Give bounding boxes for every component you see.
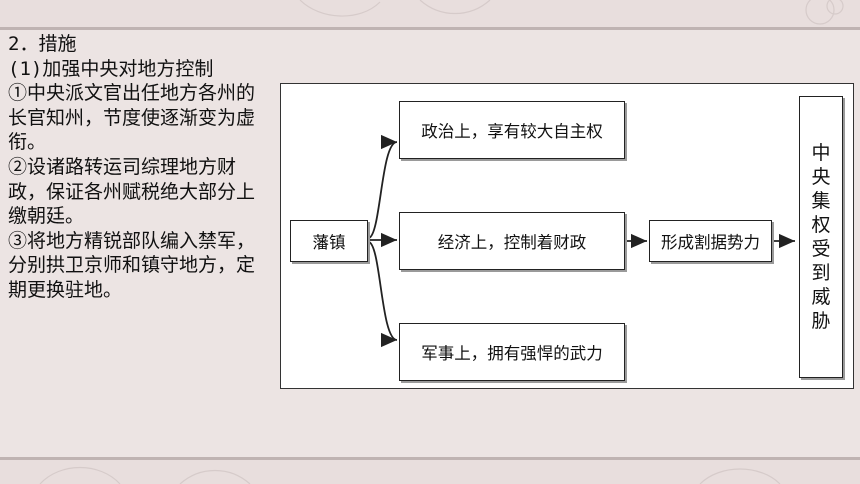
source-node-label: 藩镇 [312, 233, 346, 252]
middle-node-label: 形成割据势力 [661, 233, 760, 252]
result-char: 受 [811, 238, 831, 260]
diagram-arrows [368, 134, 795, 348]
result-char: 胁 [811, 310, 831, 332]
result-char: 权 [811, 214, 831, 236]
arrow-to-military [368, 241, 398, 348]
economic-node-label: 经济上，控制着财政 [437, 233, 587, 252]
section-heading: 2．措施 [8, 33, 77, 55]
subsection-heading: (1)加强中央对地方控制 [8, 57, 214, 80]
economic-node: 经济上，控制着财政 [399, 212, 625, 270]
measure-point-3: ③将地方精锐部队编入禁军，分别拱卫京师和镇守地方，定期更换驻地。 [8, 229, 256, 301]
middle-node: 形成割据势力 [649, 220, 772, 262]
measure-point-1: ①中央派文官出任地方各州的长官知州，节度使逐渐变为虚衔。 [8, 82, 256, 154]
flow-diagram: 藩镇 政治上，享有较大自主权 经济上，控制着财政 军事上，拥有强悍的武力 形成割… [280, 83, 854, 389]
arrow-to-political [368, 134, 398, 239]
measure-point-2: ②设诸路转运司综理地方财政，保证各州赋税绝大部分上缴朝廷。 [8, 155, 256, 228]
result-char: 集 [811, 190, 831, 212]
measures-text: 2．措施 (1)加强中央对地方控制 ①中央派文官出任地方各州的长官知州，节度使逐… [8, 32, 263, 303]
source-node: 藩镇 [290, 220, 368, 262]
bottom-decorative-band [0, 460, 860, 484]
political-node: 政治上，享有较大自主权 [399, 101, 625, 159]
military-node-label: 军事上，拥有强悍的武力 [421, 344, 603, 363]
military-node: 军事上，拥有强悍的武力 [399, 323, 625, 381]
result-char: 中 [811, 142, 831, 164]
result-char: 威 [811, 286, 831, 308]
top-divider [0, 27, 860, 30]
result-char: 央 [811, 166, 831, 188]
political-node-label: 政治上，享有较大自主权 [421, 122, 603, 141]
bottom-divider [0, 457, 860, 460]
top-decorative-band [0, 0, 860, 28]
result-node: 中 央 集 权 受 到 威 胁 [799, 96, 843, 378]
result-char: 到 [811, 262, 831, 284]
